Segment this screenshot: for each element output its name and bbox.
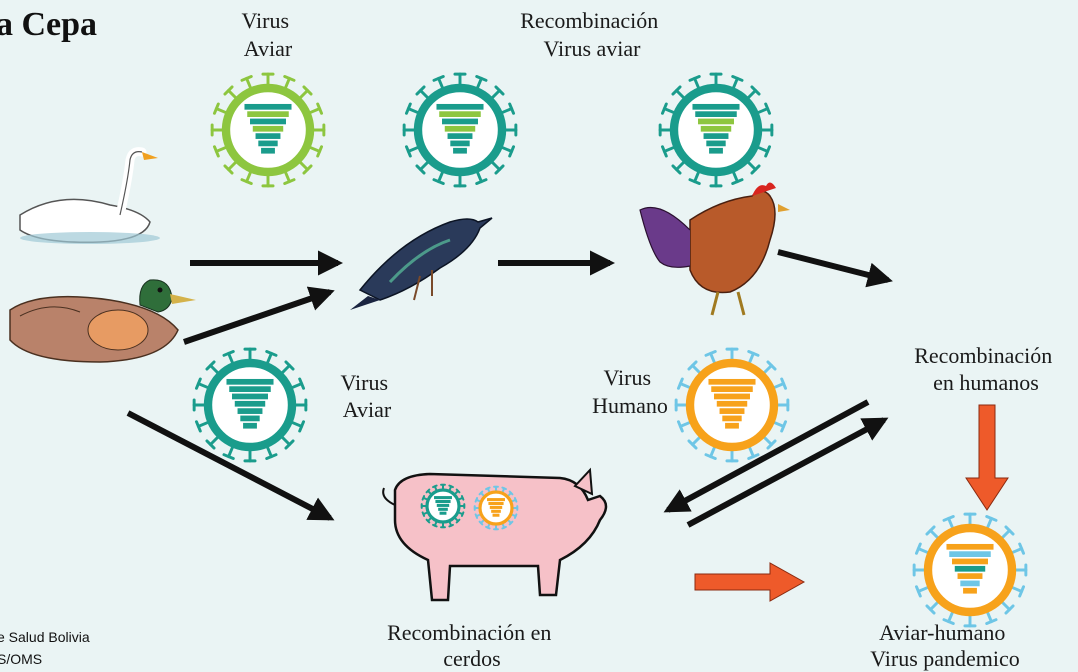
label-virus-aviar-top: Virus Aviar bbox=[241, 8, 294, 61]
swan-icon bbox=[19, 147, 160, 244]
label-pandemic: Aviar-humano Virus pandemico bbox=[870, 620, 1020, 671]
starling-icon bbox=[350, 217, 493, 310]
arrow-humans-pig bbox=[663, 399, 870, 513]
virus-icon-pandemic bbox=[912, 512, 1028, 628]
virus-icon-pig-human bbox=[473, 485, 519, 531]
virus-icon-pig-avian bbox=[420, 483, 466, 529]
arrows-red bbox=[694, 404, 1009, 602]
arrow-humans-pandemic bbox=[965, 404, 1009, 511]
credit-text: e Salud Bolivia S/OMS bbox=[0, 629, 94, 667]
label-recomb-cerdos: Recombinación en cerdos bbox=[387, 620, 557, 671]
arrow-rooster-humans bbox=[777, 249, 893, 288]
arrows-black bbox=[126, 249, 893, 528]
arrow-pig-pandemic bbox=[694, 562, 806, 602]
label-virus-humano: Virus Humano bbox=[592, 365, 668, 418]
pig-icon bbox=[382, 467, 608, 602]
virus-icon-avian-rooster bbox=[658, 72, 774, 188]
rooster-icon bbox=[639, 182, 790, 316]
virus-icon-human bbox=[674, 347, 790, 463]
duck-icon bbox=[9, 279, 196, 363]
arrow-pig-humans bbox=[686, 417, 889, 528]
arrow-duck-pig bbox=[126, 410, 335, 521]
arrow-duck-starling bbox=[183, 286, 335, 345]
label-virus-aviar-mid: Virus Aviar bbox=[340, 370, 393, 422]
virus-icon-avian-mid bbox=[192, 347, 308, 463]
virus-icon-avian-recomb bbox=[402, 72, 518, 188]
label-recomb-humanos: Recombinación en humanos bbox=[914, 343, 1058, 395]
virus-icon-avian-green bbox=[210, 72, 326, 188]
page-title: a Cepa bbox=[0, 6, 97, 43]
label-recomb-virus-aviar: Recombinación Virus aviar bbox=[520, 8, 664, 61]
